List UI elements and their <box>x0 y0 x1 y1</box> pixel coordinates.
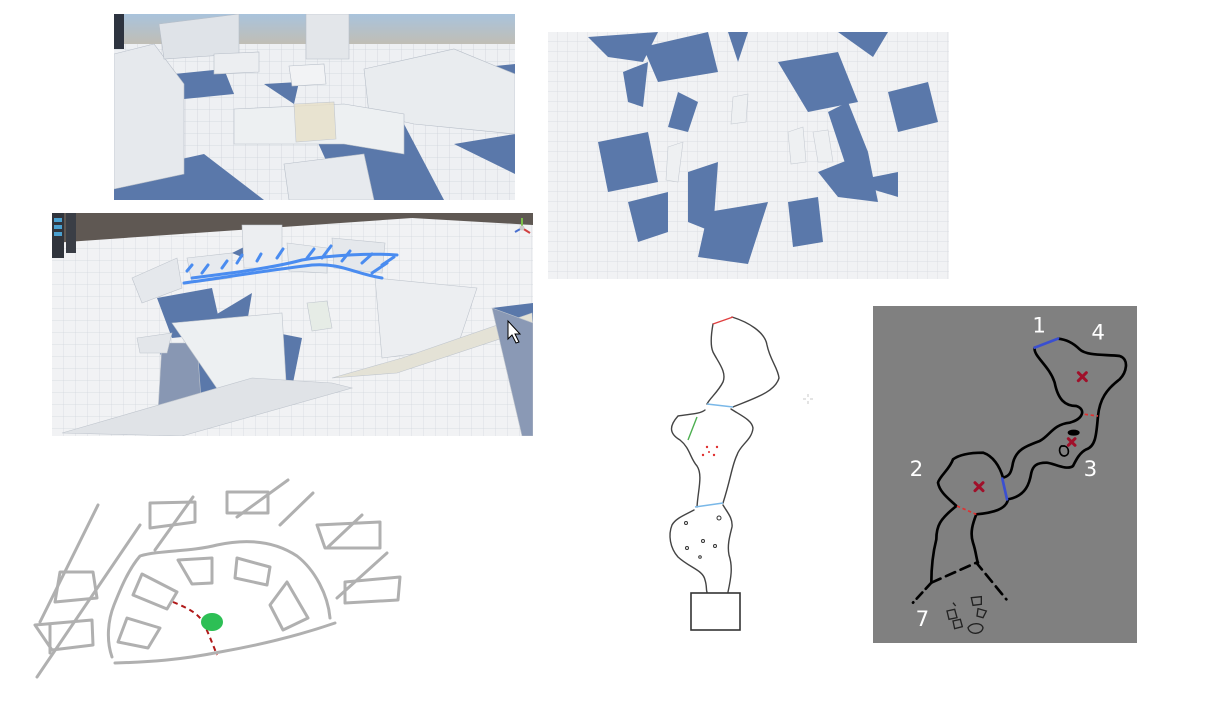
outer-block <box>53 570 99 604</box>
inner-block <box>233 556 272 587</box>
room-label-3: 3 <box>1084 457 1098 482</box>
room-label-1: 1 <box>1032 314 1046 339</box>
blocks <box>665 93 834 183</box>
blocks <box>114 14 515 200</box>
inner-block <box>268 580 310 632</box>
scene-screenshot-top-right <box>548 32 949 279</box>
connector-lower <box>694 502 724 508</box>
dome-layout-sketch <box>0 470 420 690</box>
obstacle-markers <box>684 515 722 559</box>
room-label-2: 2 <box>910 457 924 482</box>
orientation-gizmo-icon[interactable] <box>514 218 531 234</box>
entrance-connector <box>712 316 734 325</box>
horizon-band <box>52 213 533 243</box>
scene-screenshot-top-left <box>114 14 515 200</box>
arena-outline <box>106 540 332 659</box>
spawn-boxes <box>946 595 988 634</box>
toolbar <box>52 213 76 258</box>
inner-block <box>131 572 179 611</box>
numbered-room-map: 1 4 2 3 7 <box>873 306 1137 643</box>
room-label-7: 7 <box>916 607 930 632</box>
arena-base <box>113 621 337 665</box>
outer-block <box>33 618 95 652</box>
crosshair-icon <box>803 394 813 404</box>
connector-upper <box>706 403 734 408</box>
outer-block <box>225 490 270 515</box>
blue-annotation-strokes <box>182 244 399 285</box>
spawn-room <box>690 592 741 631</box>
outer-block <box>343 575 402 605</box>
outer-block <box>315 520 382 550</box>
mouse-cursor-icon <box>507 319 522 344</box>
shadows <box>588 32 938 264</box>
room-markers <box>973 371 1088 493</box>
side-connector <box>687 416 698 441</box>
inner-block <box>116 616 162 650</box>
player-marker <box>201 613 223 631</box>
toolbar-strip <box>114 14 124 49</box>
doors <box>1000 337 1060 501</box>
scene-screenshot-annotated <box>52 213 533 436</box>
dashed-connectors <box>956 413 1099 516</box>
room-label-4: 4 <box>1091 320 1105 345</box>
enemy-markers <box>701 445 719 457</box>
level-flow-sketch <box>650 305 830 640</box>
outer-block <box>148 500 197 530</box>
inner-block <box>176 556 214 586</box>
